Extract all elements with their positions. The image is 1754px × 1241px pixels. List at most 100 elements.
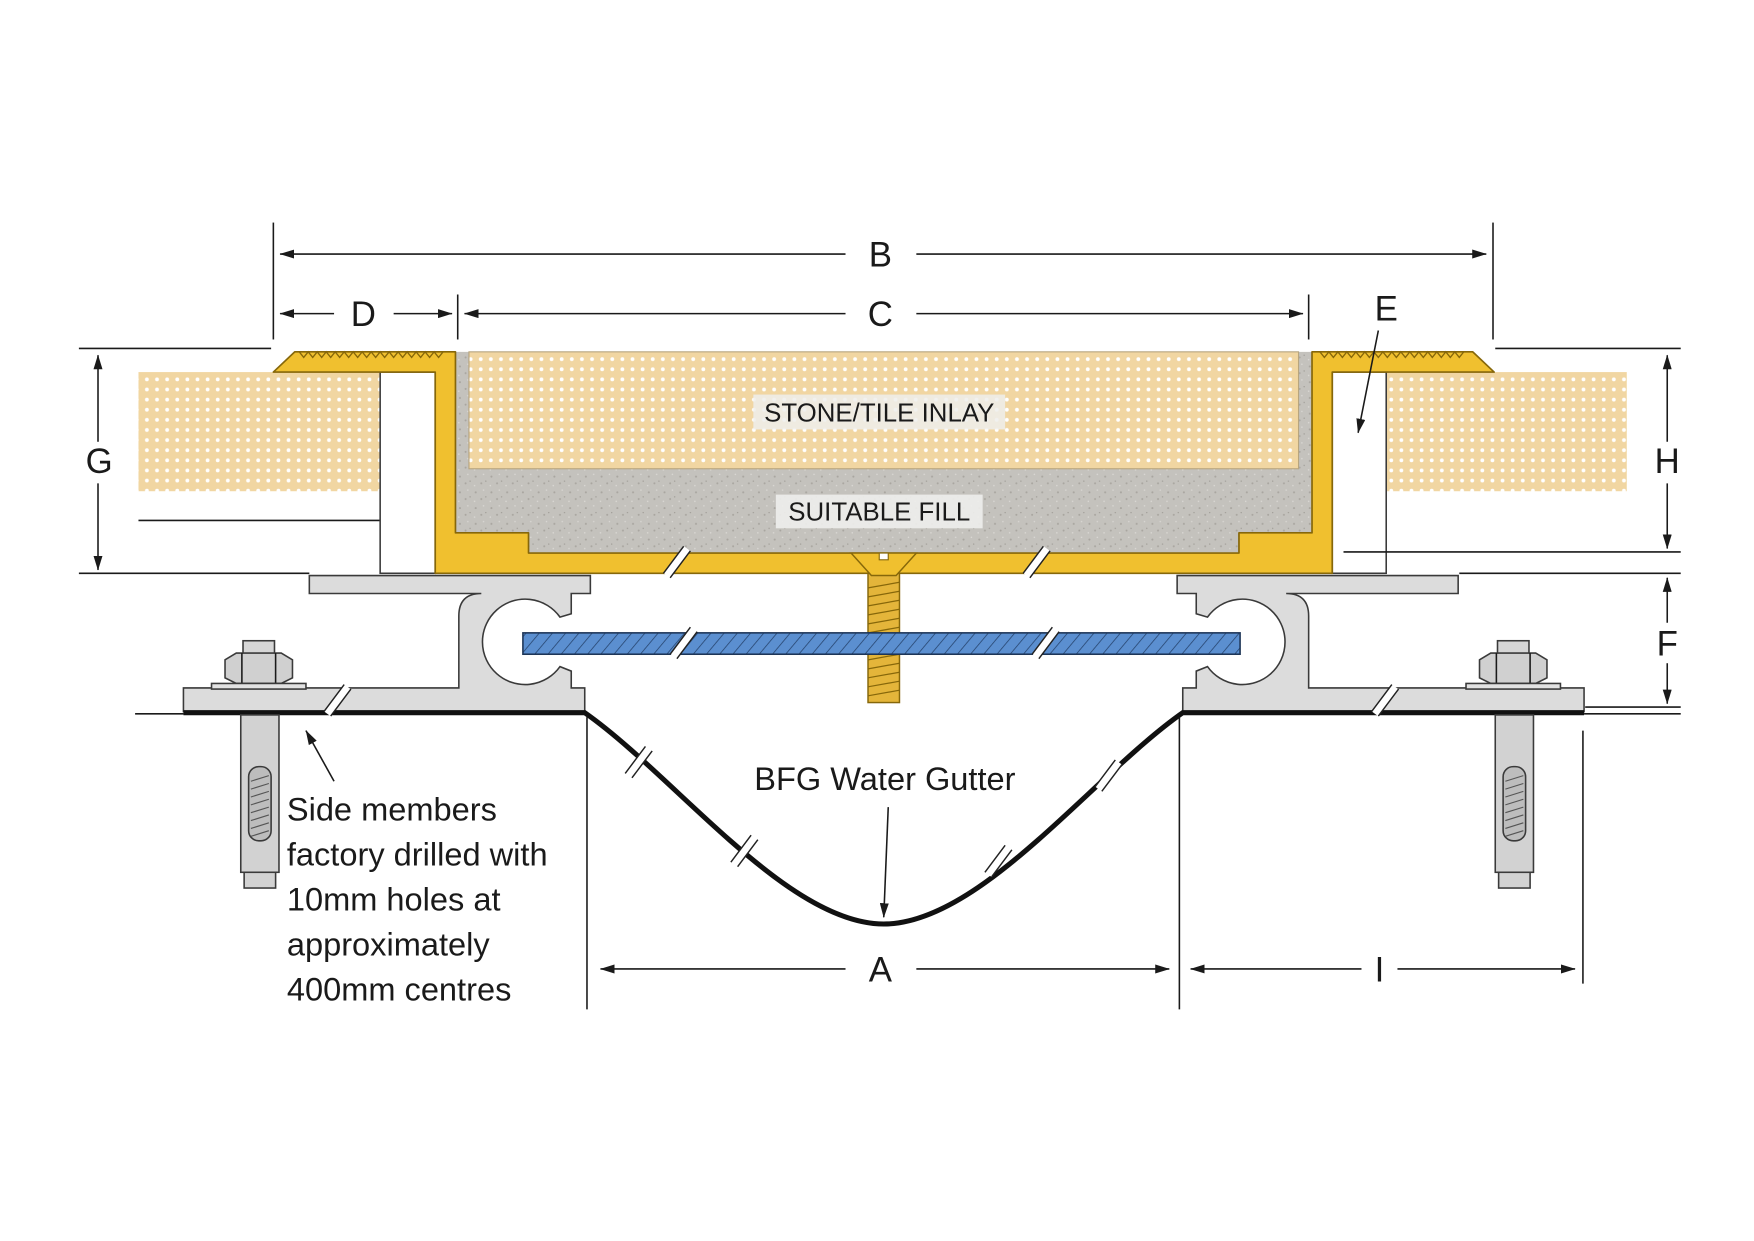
break-line (1371, 684, 1400, 717)
break-line (1022, 545, 1051, 579)
right-anchor-bolt (1465, 639, 1562, 889)
cover-plate (522, 632, 1241, 656)
anchor-washer (1465, 682, 1562, 690)
anchor-thread (250, 822, 270, 829)
anchor-thread (1505, 798, 1524, 806)
side-members-line: 10mm holes at (287, 881, 501, 918)
right-floor (1386, 372, 1627, 492)
nosing-ridge (298, 350, 444, 359)
break-mark (662, 545, 691, 579)
anchor-thread (250, 806, 270, 814)
side-members-leader (305, 730, 335, 782)
screw-thread (867, 662, 900, 670)
dimension-g: G (78, 347, 272, 571)
break-gap (985, 845, 1012, 877)
break-line (323, 684, 352, 717)
dim-label-c: C (868, 295, 893, 334)
break-mark (730, 834, 759, 868)
dimension-f: F (1459, 572, 1681, 708)
dim-label-b: B (869, 235, 892, 274)
side-members-line: 400mm centres (287, 970, 512, 1007)
dimension-h: H (1343, 347, 1681, 553)
dimension-d: D (279, 294, 459, 340)
screw-thread (867, 608, 900, 616)
fill-label-box (775, 494, 983, 529)
side-members-line: approximately (287, 925, 491, 962)
break-gap (731, 835, 758, 867)
anchor-tip (1497, 871, 1531, 889)
left-anchor-bolt (210, 639, 307, 889)
screw-thread (867, 581, 900, 589)
break-mark (984, 844, 1013, 878)
screw-thread (867, 590, 900, 598)
anchor-thread (250, 814, 270, 822)
anchor-washer (210, 682, 307, 690)
screw-thread (867, 599, 900, 607)
anchor-nut (224, 652, 294, 685)
left-spacer (379, 371, 437, 575)
dim-leader (1356, 330, 1380, 434)
break-gap (1095, 759, 1122, 792)
anchor-rod (247, 765, 272, 842)
screw-thread (867, 671, 900, 679)
break-mark (1094, 759, 1123, 792)
break-gap (625, 746, 652, 778)
anchor-tip (243, 871, 277, 889)
side-members-callout: Side members factory drilled with 10mm h… (287, 730, 548, 1007)
nosing-ridge (1319, 350, 1465, 359)
break-line (1094, 759, 1123, 792)
screw-thread (867, 680, 900, 688)
break-mark (624, 745, 653, 779)
fill-label: SUITABLE FILL (788, 498, 970, 526)
anchor-thread (1505, 806, 1524, 814)
gutter-leader (879, 807, 890, 918)
anchor-nut (1478, 652, 1548, 685)
gutter-callout: BFG Water Gutter (754, 760, 1016, 918)
dim-label-g: G (86, 442, 113, 481)
anchor-rod (1502, 765, 1527, 842)
anchor-thread (250, 830, 270, 837)
left-side-member (182, 574, 592, 713)
dimension-i: I (1190, 730, 1584, 989)
anchor-thread (1505, 782, 1524, 790)
break-mark (1371, 684, 1400, 717)
dim-label-i: I (1375, 950, 1385, 989)
anchor-thread (250, 798, 270, 806)
nosing-ridges (298, 350, 1465, 359)
screw-thread (867, 653, 900, 661)
dim-label-e: E (1375, 289, 1398, 328)
screw-slot (878, 552, 889, 561)
anchor-thread (1505, 790, 1524, 798)
break-mark (1031, 626, 1060, 660)
left-floor (78, 372, 381, 575)
dim-label-f: F (1657, 624, 1678, 663)
inlay-label-box (753, 394, 1006, 430)
break-line (1031, 626, 1060, 660)
break-gap (1023, 546, 1050, 578)
screw-thread (867, 689, 900, 697)
anchor-thread (1505, 814, 1524, 822)
dimension-b: B (272, 222, 1494, 340)
anchor-thread (1505, 775, 1524, 782)
anchor-thread (1505, 822, 1524, 829)
screw-thread (867, 617, 900, 625)
screw-head (849, 552, 918, 577)
anchor-thread (250, 790, 270, 798)
break-line (984, 844, 1013, 878)
break-gap (324, 684, 351, 717)
fixing-screw (849, 552, 918, 704)
dim-label-d: D (351, 295, 376, 334)
right-floor-tile (1386, 372, 1627, 492)
anchor-threads (250, 775, 1524, 837)
break-line (730, 834, 759, 868)
anchor-thread (250, 782, 270, 790)
break-gap (1032, 627, 1059, 659)
right-spacer (1331, 371, 1388, 575)
right-side-member (1176, 574, 1585, 713)
dim-label-h: H (1655, 442, 1680, 481)
break-gap (663, 546, 691, 578)
break-mark (323, 684, 352, 717)
anchor-thread (1505, 830, 1524, 837)
break-line (662, 545, 691, 579)
